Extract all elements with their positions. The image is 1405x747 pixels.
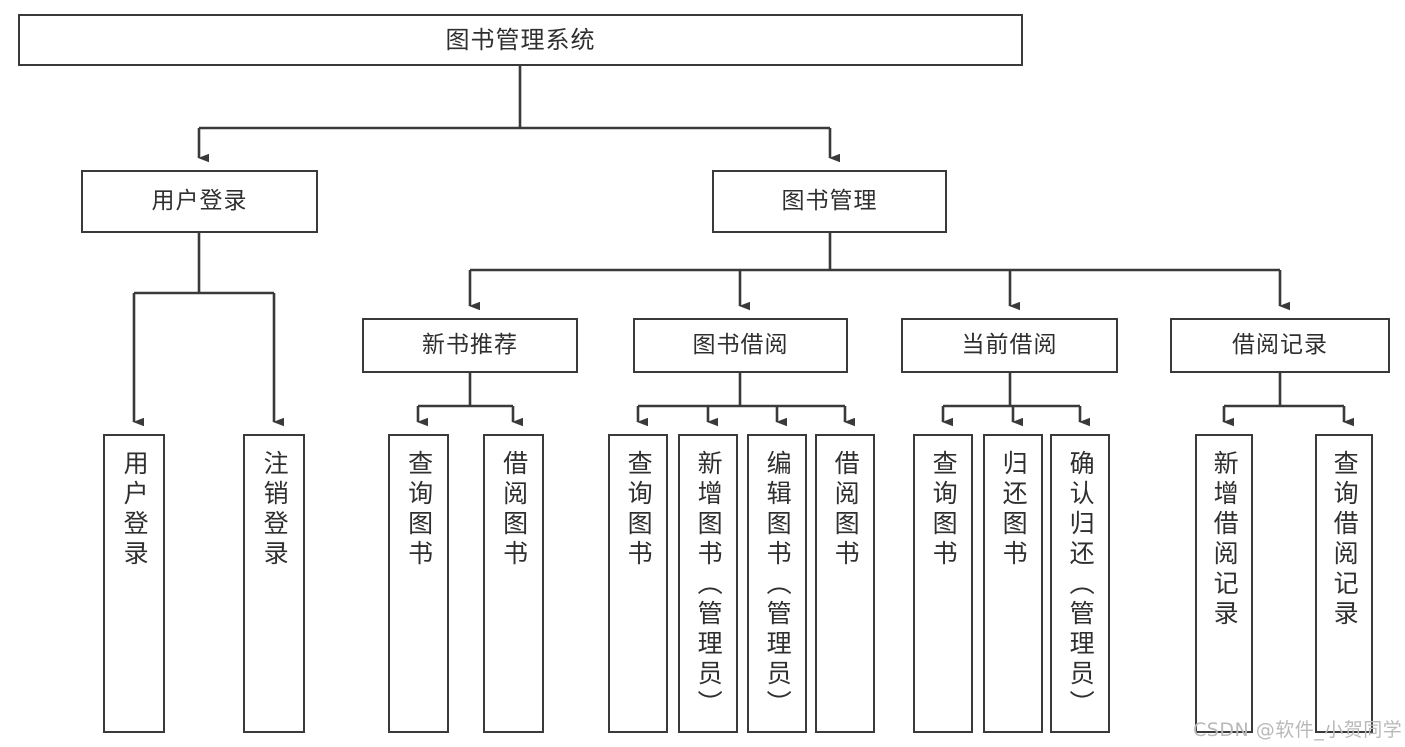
- node-label: 图书借阅: [692, 331, 789, 358]
- node-label: 当前借阅: [961, 331, 1058, 358]
- node-root-system[interactable]: 图书管理系统: [18, 14, 1023, 66]
- node-label: 新书推荐: [422, 331, 518, 358]
- node-label: 归还图书: [999, 450, 1029, 570]
- leaf-return-book[interactable]: 归还图书: [983, 434, 1043, 733]
- leaf-confirm-return[interactable]: 确认归还（管理员）: [1050, 434, 1110, 733]
- leaf-borrow-book-2[interactable]: 借阅图书: [815, 434, 875, 733]
- leaf-query-book-2[interactable]: 查询图书: [608, 434, 668, 733]
- node-label: 借阅图书: [831, 450, 861, 570]
- node-label: 用户登录: [151, 187, 248, 214]
- node-user-login[interactable]: 用户登录: [81, 170, 318, 233]
- leaf-query-record[interactable]: 查询借阅记录: [1315, 434, 1373, 733]
- node-label: 借阅图书: [499, 450, 529, 570]
- node-label: 新增图书（管理员）: [694, 450, 724, 720]
- node-label: 查询图书: [404, 450, 434, 570]
- node-label: 借阅记录: [1232, 331, 1328, 358]
- node-label: 注销登录: [260, 450, 290, 570]
- node-borrow-record[interactable]: 借阅记录: [1170, 318, 1390, 373]
- node-label: 编辑图书（管理员）: [763, 450, 793, 720]
- node-book-manage[interactable]: 图书管理: [712, 170, 947, 233]
- node-label: 查询图书: [929, 450, 959, 570]
- leaf-borrow-book-1[interactable]: 借阅图书: [483, 434, 544, 733]
- leaf-user-login[interactable]: 用户登录: [103, 434, 165, 733]
- node-label: 图书管理: [781, 187, 878, 214]
- leaf-add-record[interactable]: 新增借阅记录: [1195, 434, 1253, 733]
- node-label: 查询图书: [624, 450, 654, 570]
- node-label: 确认归还（管理员）: [1066, 450, 1096, 720]
- leaf-query-book-3[interactable]: 查询图书: [913, 434, 973, 733]
- node-label: 新增借阅记录: [1210, 450, 1240, 630]
- node-new-book-recommend[interactable]: 新书推荐: [362, 318, 578, 373]
- leaf-edit-book[interactable]: 编辑图书（管理员）: [747, 434, 807, 733]
- csdn-watermark: CSDN @软件_小贺同学: [1193, 719, 1403, 741]
- node-book-borrow[interactable]: 图书借阅: [633, 318, 848, 373]
- leaf-logout-login[interactable]: 注销登录: [243, 434, 305, 733]
- node-label: 图书管理系统: [445, 25, 596, 54]
- node-label: 用户登录: [120, 450, 150, 570]
- node-label: 查询借阅记录: [1330, 450, 1360, 630]
- leaf-add-book[interactable]: 新增图书（管理员）: [678, 434, 738, 733]
- leaf-query-book-1[interactable]: 查询图书: [388, 434, 449, 733]
- node-current-borrow[interactable]: 当前借阅: [901, 318, 1118, 373]
